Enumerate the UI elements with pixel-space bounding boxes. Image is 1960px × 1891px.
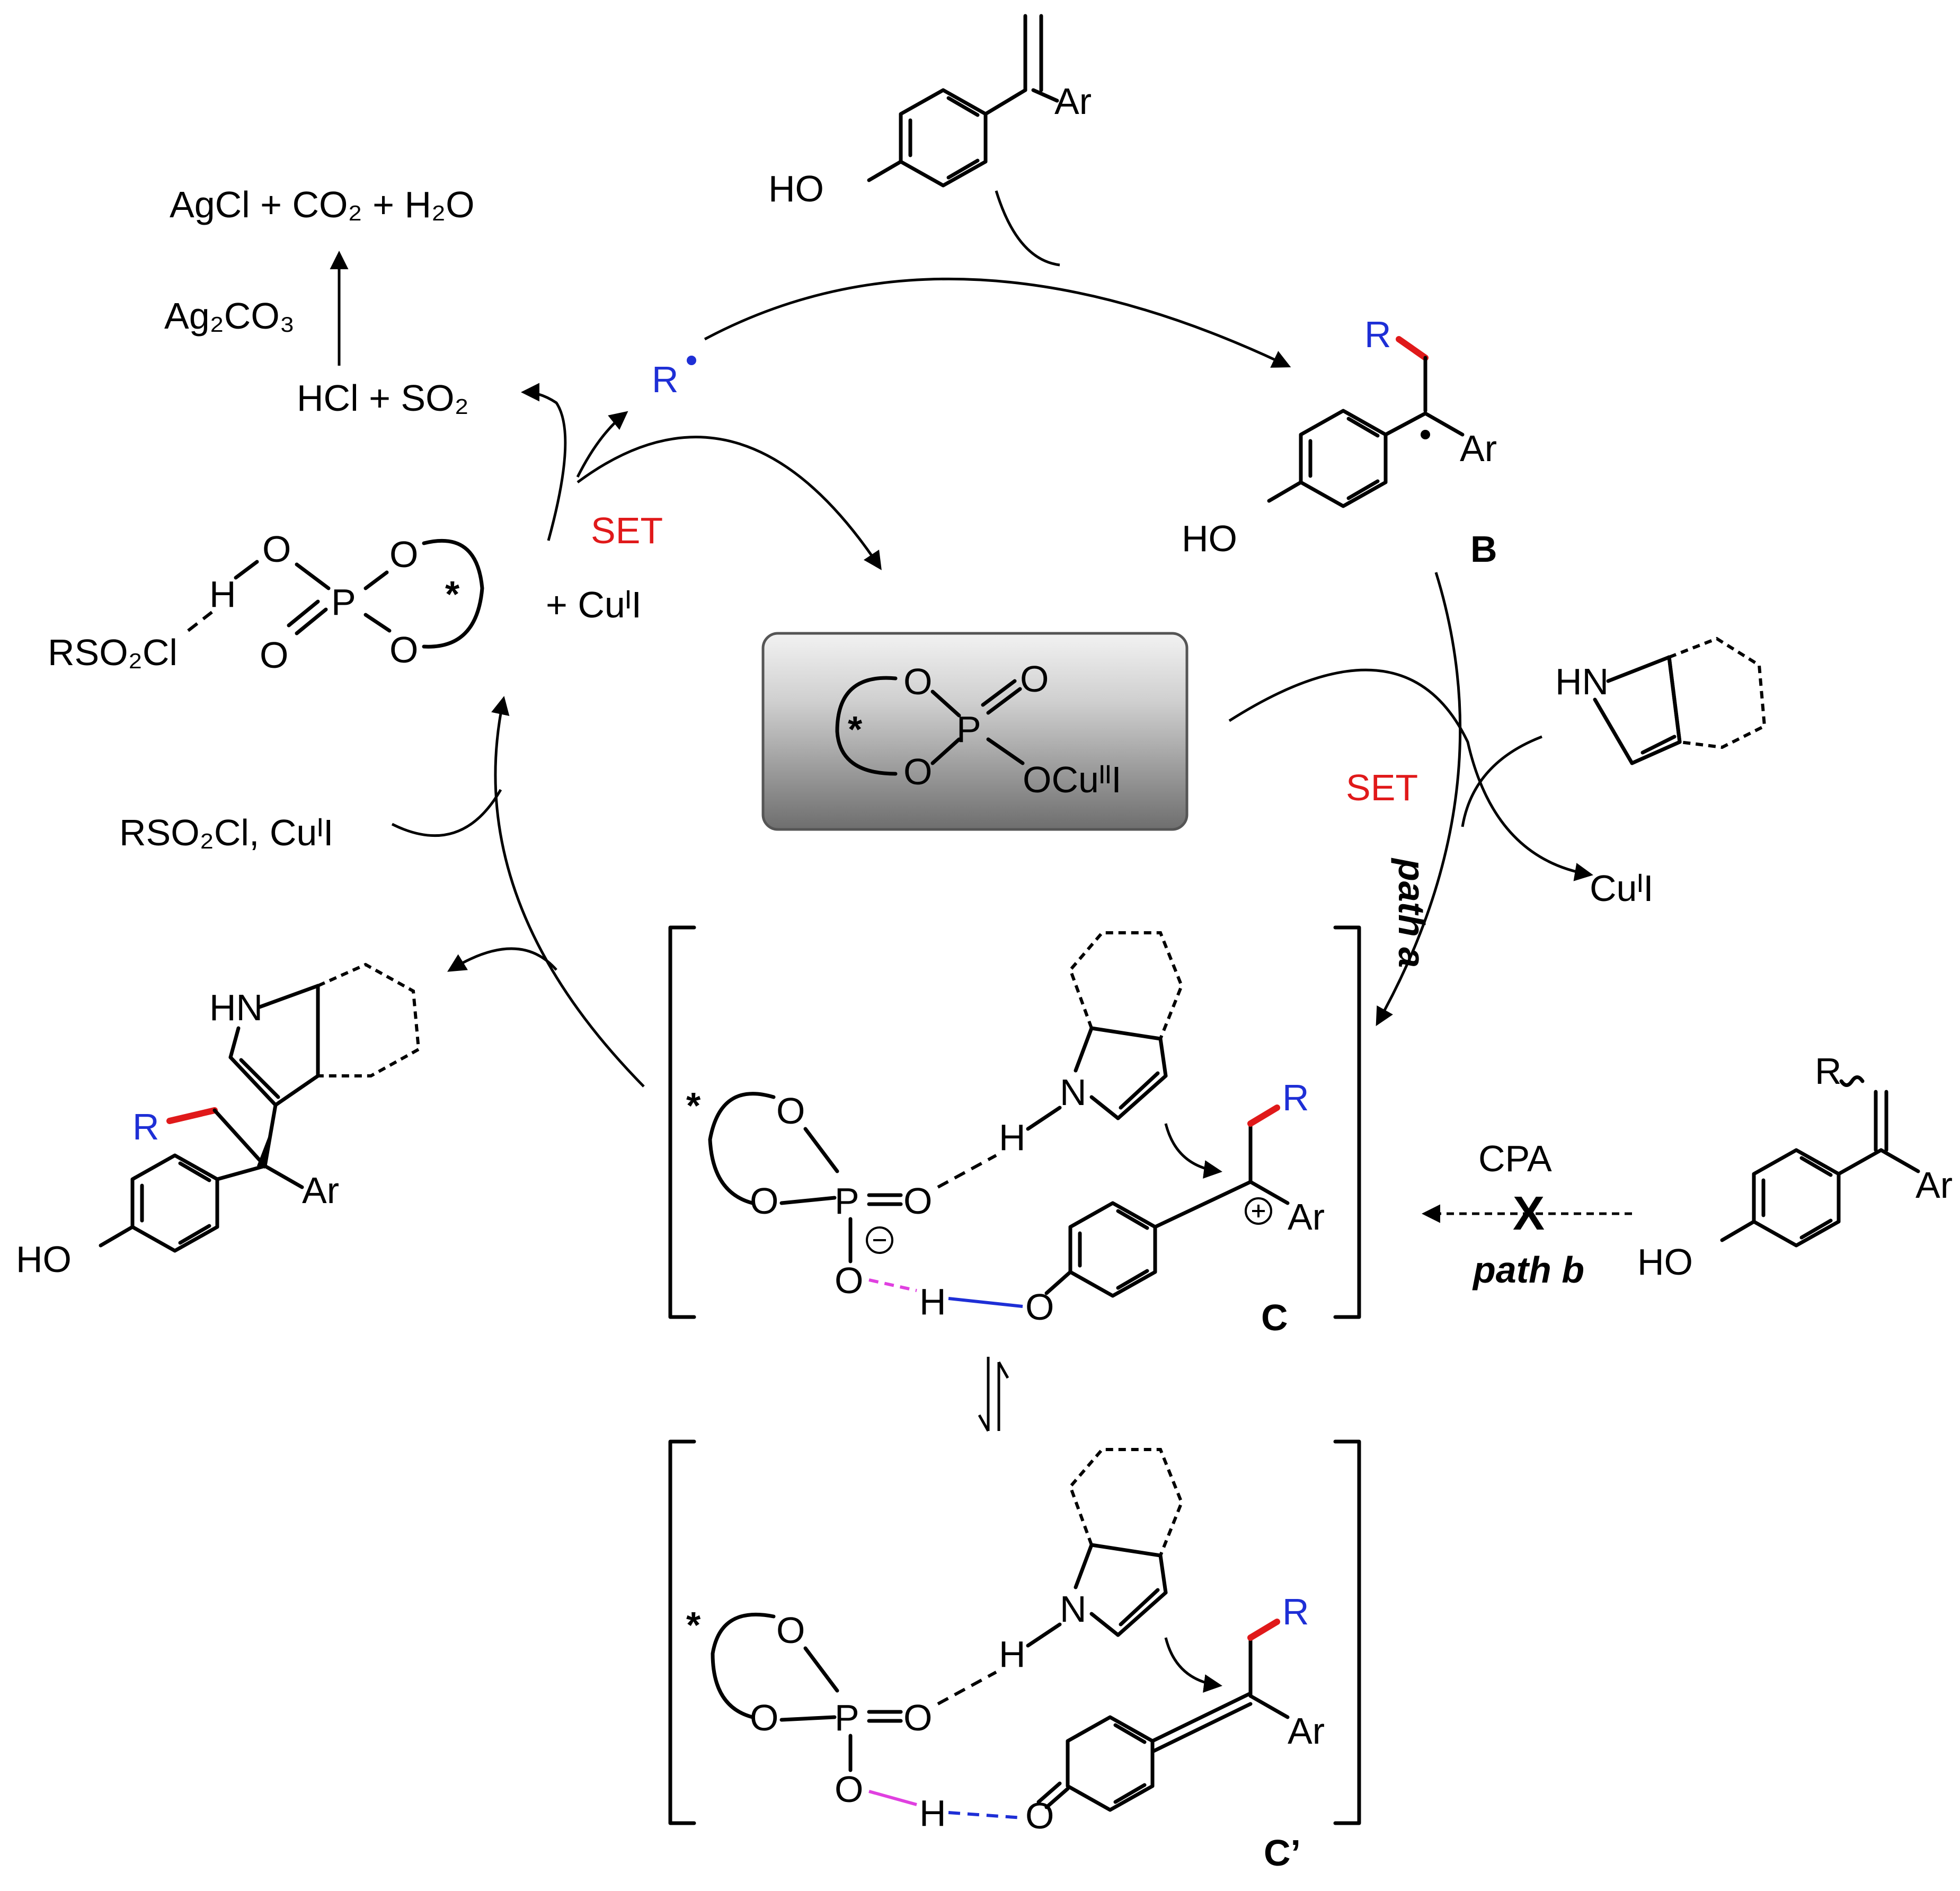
- hcl-so2-text: HCl + SO₂: [297, 377, 469, 419]
- o-label: O: [835, 1769, 863, 1810]
- indole-feed-arrow: [1461, 735, 1542, 827]
- rso2cl-feed-arrow: [391, 789, 502, 837]
- chiral-star: *: [445, 573, 460, 615]
- top-substrate: Ar HO: [768, 14, 1092, 209]
- ar-label: Ar: [1054, 81, 1092, 122]
- h-label: H: [919, 1792, 946, 1834]
- intermediate-b: R Ar HO B: [1182, 314, 1497, 570]
- set-top-arrow: [577, 436, 882, 570]
- byproduct-text: AgCl + CO₂ + H₂O: [170, 184, 475, 225]
- o-label: O: [776, 1090, 805, 1132]
- chiral-star: *: [686, 1085, 701, 1126]
- ar-label: Ar: [1288, 1196, 1325, 1238]
- o-label: O: [903, 751, 932, 792]
- r-label: R: [1282, 1591, 1309, 1632]
- substrate-feed-arrow: [995, 190, 1060, 267]
- o-label: O: [835, 1260, 863, 1301]
- ar-label: Ar: [1460, 428, 1497, 469]
- cpa-label: CPA: [1478, 1138, 1552, 1179]
- p-label: P: [835, 1697, 859, 1738]
- equilibrium-arrows-icon: [978, 1357, 1009, 1432]
- o-label: O: [903, 661, 932, 702]
- h-label: H: [999, 1117, 1026, 1158]
- chiral-star: *: [848, 709, 863, 750]
- path-b-label: path b: [1472, 1249, 1584, 1291]
- hcl-release-arrow: [521, 383, 567, 541]
- ar-label: Ar: [1288, 1710, 1325, 1752]
- o-label: O: [750, 1180, 778, 1222]
- h-label: H: [999, 1633, 1026, 1675]
- ar-label: Ar: [1915, 1164, 1953, 1206]
- p-label: P: [331, 581, 356, 623]
- p-label: P: [835, 1180, 859, 1222]
- rso2cl-cpa-complex: RSO₂Cl H O P O O O *: [48, 528, 484, 676]
- h-label: H: [919, 1281, 946, 1322]
- o-label: O: [1025, 1286, 1054, 1328]
- n-label: N: [1060, 1072, 1087, 1113]
- o-label: O: [1020, 658, 1049, 700]
- ho-label: HO: [1182, 518, 1237, 559]
- product: HN R Ar HO: [16, 962, 421, 1280]
- o-label: O: [389, 629, 418, 670]
- o-label: O: [903, 1180, 932, 1222]
- o-label: O: [260, 634, 288, 676]
- cui-right-label: CuᴵI: [1590, 868, 1654, 909]
- intermediate-c-prime: * O O P O H N O H O R: [668, 1439, 1361, 1874]
- o-label: O: [389, 534, 418, 575]
- label-c-prime: C’: [1264, 1832, 1301, 1874]
- ho-label: HO: [1637, 1241, 1693, 1283]
- radical-dot-icon: [687, 356, 696, 365]
- b-to-c-arrow: [1376, 572, 1462, 1027]
- ho-label: HO: [768, 168, 824, 209]
- cross-icon: X: [1513, 1187, 1545, 1240]
- chiral-star: *: [686, 1604, 701, 1646]
- product-release-arrow: [447, 947, 557, 972]
- rso2cl-cui-label: RSO₂Cl, CuᴵI: [119, 812, 333, 853]
- r-label: R: [1282, 1077, 1309, 1118]
- ag2co3-text: Ag₂CO₃: [164, 295, 295, 337]
- label-c: C: [1261, 1297, 1288, 1338]
- intermediate-c: * O O P O H N O H O R: [668, 925, 1361, 1338]
- ar-label: Ar: [302, 1170, 339, 1211]
- r-label: R: [1364, 314, 1391, 355]
- radical-r-label: R: [652, 359, 679, 400]
- label-b: B: [1470, 528, 1497, 570]
- cui-plus-label: + CuᴵI: [546, 584, 642, 625]
- n-label: N: [1060, 1588, 1087, 1630]
- hn-label: HN: [1555, 661, 1609, 702]
- regeneration-arrow: [491, 696, 645, 1088]
- set-right-label: SET: [1346, 767, 1418, 808]
- r-label: R: [132, 1106, 159, 1147]
- path-b-substrate: R Ar HO: [1637, 1050, 1953, 1283]
- rso2cl-label: RSO₂Cl: [48, 632, 178, 673]
- indole-reagent: HN: [1555, 637, 1767, 765]
- path-a-label: path a: [1391, 858, 1432, 968]
- o-label: O: [750, 1697, 778, 1738]
- o-label: O: [262, 528, 291, 570]
- o-label: O: [903, 1697, 932, 1738]
- radical-release-arrow: [576, 411, 628, 478]
- radical-addition-arrow: [704, 277, 1291, 368]
- hn-label: HN: [209, 987, 263, 1028]
- ocu-label: OCuᴵᴵI: [1023, 759, 1122, 800]
- o-label: O: [776, 1610, 805, 1651]
- r-label: R: [1815, 1050, 1842, 1092]
- ho-label: HO: [16, 1239, 72, 1280]
- set-right-arrow: [1228, 668, 1593, 881]
- p-label: P: [956, 709, 981, 750]
- h-label: H: [209, 573, 236, 615]
- catalyst-box: * O P O O OCuᴵᴵI: [761, 632, 1189, 831]
- set-top-label: SET: [591, 510, 663, 551]
